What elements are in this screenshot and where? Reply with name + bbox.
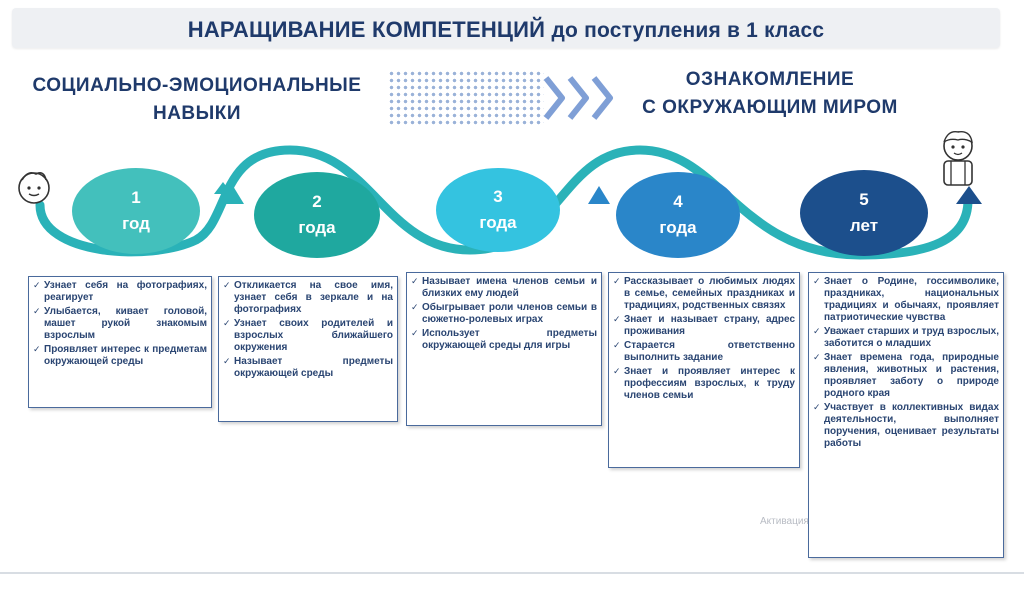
list-item: Узнает себя на фотографиях, реагирует — [33, 280, 207, 304]
step-2-box: Откликается на свое имя, узнает себя в з… — [218, 276, 398, 422]
title-rest: до поступления в 1 класс — [551, 19, 825, 42]
list-item: Уважает старших и труд взрослых, заботит… — [813, 326, 999, 350]
list-item: Узнает своих родителей и взрослых ближай… — [223, 318, 393, 354]
right-heading-line1: ОЗНАКОМЛЕНИЕ — [685, 69, 855, 90]
step-2-unit: года — [298, 218, 336, 237]
title-bar: НАРАЩИВАНИЕ КОМПЕТЕНЦИЙ до поступления в… — [12, 8, 1000, 48]
step-3-box: Называет имена членов семьи и близких ем… — [406, 272, 602, 426]
list-item: Знает и проявляет интерес к профессиям в… — [613, 366, 795, 402]
page-title: НАРАЩИВАНИЕ КОМПЕТЕНЦИЙ до поступления в… — [12, 17, 1000, 43]
list-item: Старается ответственно выполнить задание — [613, 340, 795, 364]
slide: НАРАЩИВАНИЕ КОМПЕТЕНЦИЙ до поступления в… — [0, 0, 1024, 572]
arrow-up-icon-2 — [222, 186, 244, 204]
list-item: Знает и называет страну, адрес проживани… — [613, 314, 795, 338]
list-item: Откликается на свое имя, узнает себя в з… — [223, 280, 393, 316]
step-1-box: Узнает себя на фотографиях, реагирует Ул… — [28, 276, 212, 408]
baby-face-icon — [18, 172, 50, 204]
step-5-circle: 5 лет — [800, 170, 928, 256]
list-item: Проявляет интерес к предметам окружающей… — [33, 344, 207, 368]
bottom-band — [0, 572, 1024, 610]
list-item: Называет предметы окружающей среды — [223, 356, 393, 380]
chevron-arrows — [543, 76, 613, 120]
list-item: Называет имена членов семьи и близких ем… — [411, 276, 597, 300]
step-2-number: 2 — [312, 192, 322, 211]
list-item: Участвует в коллективных видах деятельно… — [813, 402, 999, 450]
list-item: Использует предметы окружающей среды для… — [411, 328, 597, 352]
list-item: Обыгрывает роли членов семьи в сюжетно-р… — [411, 302, 597, 326]
list-item: Знает о Родине, госсимволике, праздниках… — [813, 276, 999, 324]
step-4-box: Рассказывает о любимых людях в семье, се… — [608, 272, 800, 468]
arrow-up-icon-1 — [214, 182, 232, 194]
title-strong: НАРАЩИВАНИЕ КОМПЕТЕНЦИЙ — [187, 17, 546, 42]
progress-track — [35, 145, 982, 260]
left-heading-line1: СОЦИАЛЬНО-ЭМОЦИОНАЛЬНЫЕ — [32, 75, 362, 96]
arrow-up-icon-4 — [956, 186, 982, 204]
step-4-circle: 4 года — [616, 172, 740, 258]
watermark: Активация — [760, 516, 809, 527]
list-item: Знает времена года, природные явления, ж… — [813, 352, 999, 400]
step-1-circle: 1 год — [72, 168, 200, 254]
right-heading-line2: С ОКРУЖАЮЩИМ МИРОМ — [642, 97, 898, 118]
list-item: Рассказывает о любимых людях в семье, се… — [613, 276, 795, 312]
step-3-circle: 3 года — [436, 168, 560, 252]
step-5-unit: лет — [849, 216, 879, 235]
arrow-up-icon-3 — [588, 186, 610, 204]
schoolchild-icon — [943, 131, 973, 186]
step-1-unit: год — [122, 214, 150, 233]
step-2-circle: 2 года — [254, 172, 380, 258]
step-1-number: 1 — [131, 188, 141, 207]
step-5-box: Знает о Родине, госсимволике, праздниках… — [808, 272, 1004, 558]
step-3-unit: года — [479, 213, 517, 232]
track-path — [35, 145, 973, 260]
list-item: Улыбается, кивает головой, машет рукой з… — [33, 306, 207, 342]
step-4-number: 4 — [673, 192, 683, 211]
step-5-number: 5 — [859, 190, 869, 209]
step-4-unit: года — [659, 218, 697, 237]
left-heading-line2: НАВЫКИ — [152, 103, 242, 124]
dot-pattern — [388, 70, 544, 126]
right-heading: ОЗНАКОМЛЕНИЕ С ОКРУЖАЮЩИМ МИРОМ — [620, 66, 920, 122]
left-heading: СОЦИАЛЬНО-ЭМОЦИОНАЛЬНЫЕ НАВЫКИ — [12, 72, 382, 128]
step-3-number: 3 — [493, 187, 503, 206]
